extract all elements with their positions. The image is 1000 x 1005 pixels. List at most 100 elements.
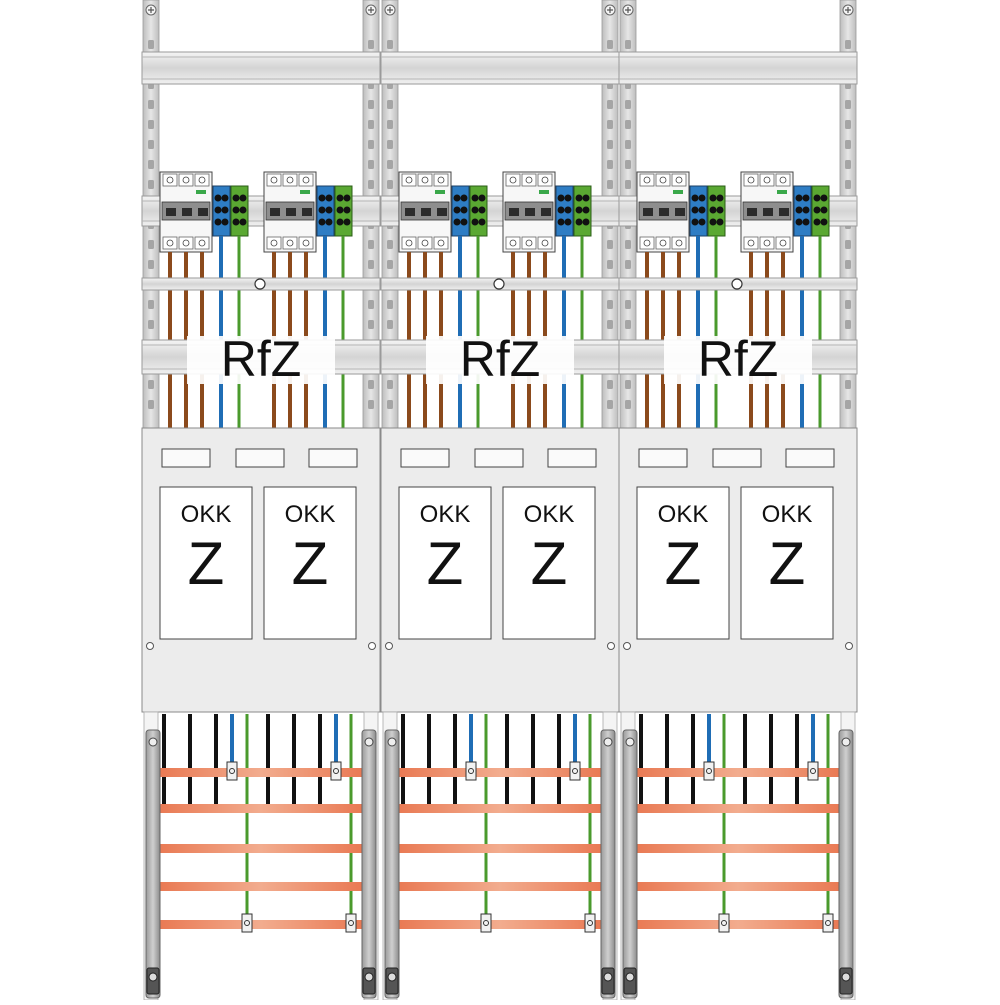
screw-cross [368,7,374,13]
terminal-hole [318,194,326,202]
terminal-hole [336,194,344,202]
meter-okk-label: OKK [285,501,336,528]
terminal-hole [214,206,222,214]
clamp-screw [244,920,250,926]
terminal-hole [453,206,461,214]
terminal-hole [716,206,724,214]
label-slot [785,448,835,468]
busbar-clamp-icon [718,913,730,933]
post-slot [368,300,374,309]
clamp-screw [229,768,235,774]
post-slot [148,320,154,329]
busbar-carrier [384,729,400,999]
busbar-clamp-icon [807,761,819,781]
terminal-hole [564,218,572,226]
screw-cross [387,7,393,13]
terminal-hole [564,194,572,202]
terminal-hole [232,206,240,214]
terminal-hole [343,206,351,214]
busbar [385,768,615,777]
terminal-hole [802,194,810,202]
terminal-hole [691,206,699,214]
terminal-hole [343,194,351,202]
terminal-screw [286,176,294,184]
label-slot [712,448,762,468]
terminal-screw [747,176,755,184]
screw-icon [625,737,635,747]
post-slot [148,180,154,189]
rail-hole [493,278,505,290]
busbar-carrier [145,729,161,999]
breaker-logo [196,190,206,194]
rfz-label: RfZ [221,331,302,387]
clamp-screw [483,920,489,926]
clamp-screw [825,920,831,926]
terminal-hole [232,194,240,202]
breaker-toggle [763,208,773,216]
terminal-hole [460,194,468,202]
terminal-screw [779,176,787,184]
terminal-screw [747,239,755,247]
terminal-screw [763,176,771,184]
busbar [146,804,376,813]
terminal-hole [325,218,333,226]
screw-icon [841,737,851,747]
post-slot [845,160,851,169]
post-slot [368,100,374,109]
terminal-hole [691,194,699,202]
busbar [385,882,615,891]
busbar-carrier [622,729,638,999]
post-slot [607,160,613,169]
post-slot [625,320,631,329]
terminal-screw [643,176,651,184]
screw-icon [148,737,158,747]
terminal-hole [460,218,468,226]
post-slot [625,260,631,269]
terminal-hole [557,206,565,214]
terminal-hole [471,218,479,226]
breaker-logo [777,190,787,194]
post-slot [607,380,613,389]
busbar [146,920,376,929]
post-slot [387,180,393,189]
terminal-screw [659,176,667,184]
busbar [385,844,615,853]
terminal-screw [541,176,549,184]
vertical-posts [142,0,857,431]
busbar-clamp-icon [584,913,596,933]
screw-icon [603,972,613,982]
terminal-hole [325,206,333,214]
terminal-hole [221,218,229,226]
screw-icon [364,972,374,982]
terminal-screw [198,239,206,247]
post-slot [387,320,393,329]
terminal-screw [270,176,278,184]
terminal-hole [582,206,590,214]
post-slot [625,120,631,129]
terminal-hole [582,218,590,226]
busbar [385,804,615,813]
panel-screw [607,642,615,650]
terminal-screw [525,239,533,247]
rfz-label-plate [187,336,335,384]
breaker-toggle [779,208,789,216]
terminal-hole [716,194,724,202]
post-slot [387,160,393,169]
terminal-hole [698,218,706,226]
terminal-hole [802,206,810,214]
meter-window [159,486,253,640]
label-slot [400,448,450,468]
post-slot [625,400,631,409]
post-slot [148,300,154,309]
post-slot [387,260,393,269]
meter-okk-label: OKK [181,501,232,528]
post-slot [845,180,851,189]
post-slot [368,140,374,149]
post-slot [368,240,374,249]
terminal-hole [478,218,486,226]
screw-cross [845,7,851,13]
post-slot [845,100,851,109]
post-slot [625,160,631,169]
terminal-hole [343,218,351,226]
